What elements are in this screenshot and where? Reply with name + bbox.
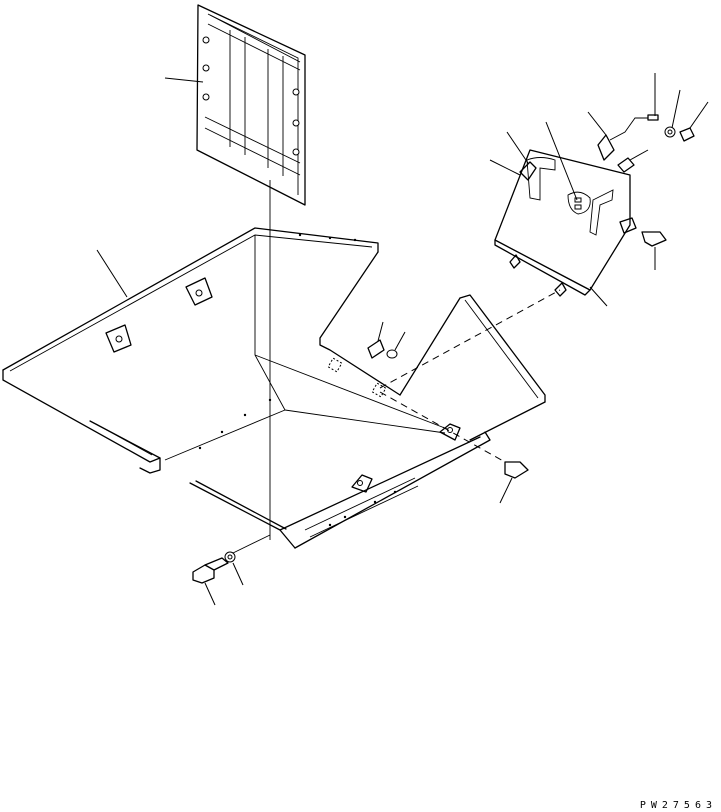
leader-box-4 [589,286,608,307]
control-box [494,149,637,297]
washer-bottom-left [224,534,271,586]
bolt-bottom-right [499,461,529,504]
pin-part [647,73,659,121]
bolt-part-right [641,231,667,270]
drawing-code: PW27563 [639,800,717,811]
leader-box-2 [489,159,521,176]
spacer-part [617,149,649,173]
assembly-guide-line [379,289,561,389]
leader-box-1 [506,131,529,164]
bolt-bottom-left [192,557,229,606]
tray [2,227,546,549]
bolt-part-top [679,101,709,142]
washer-part [664,89,681,138]
cover-plate [196,4,306,206]
clip-part [587,111,648,161]
leader-cover-plate [164,77,204,83]
small-washer [367,321,406,359]
leader-tray [96,249,128,298]
leader-box-3 [545,121,578,201]
